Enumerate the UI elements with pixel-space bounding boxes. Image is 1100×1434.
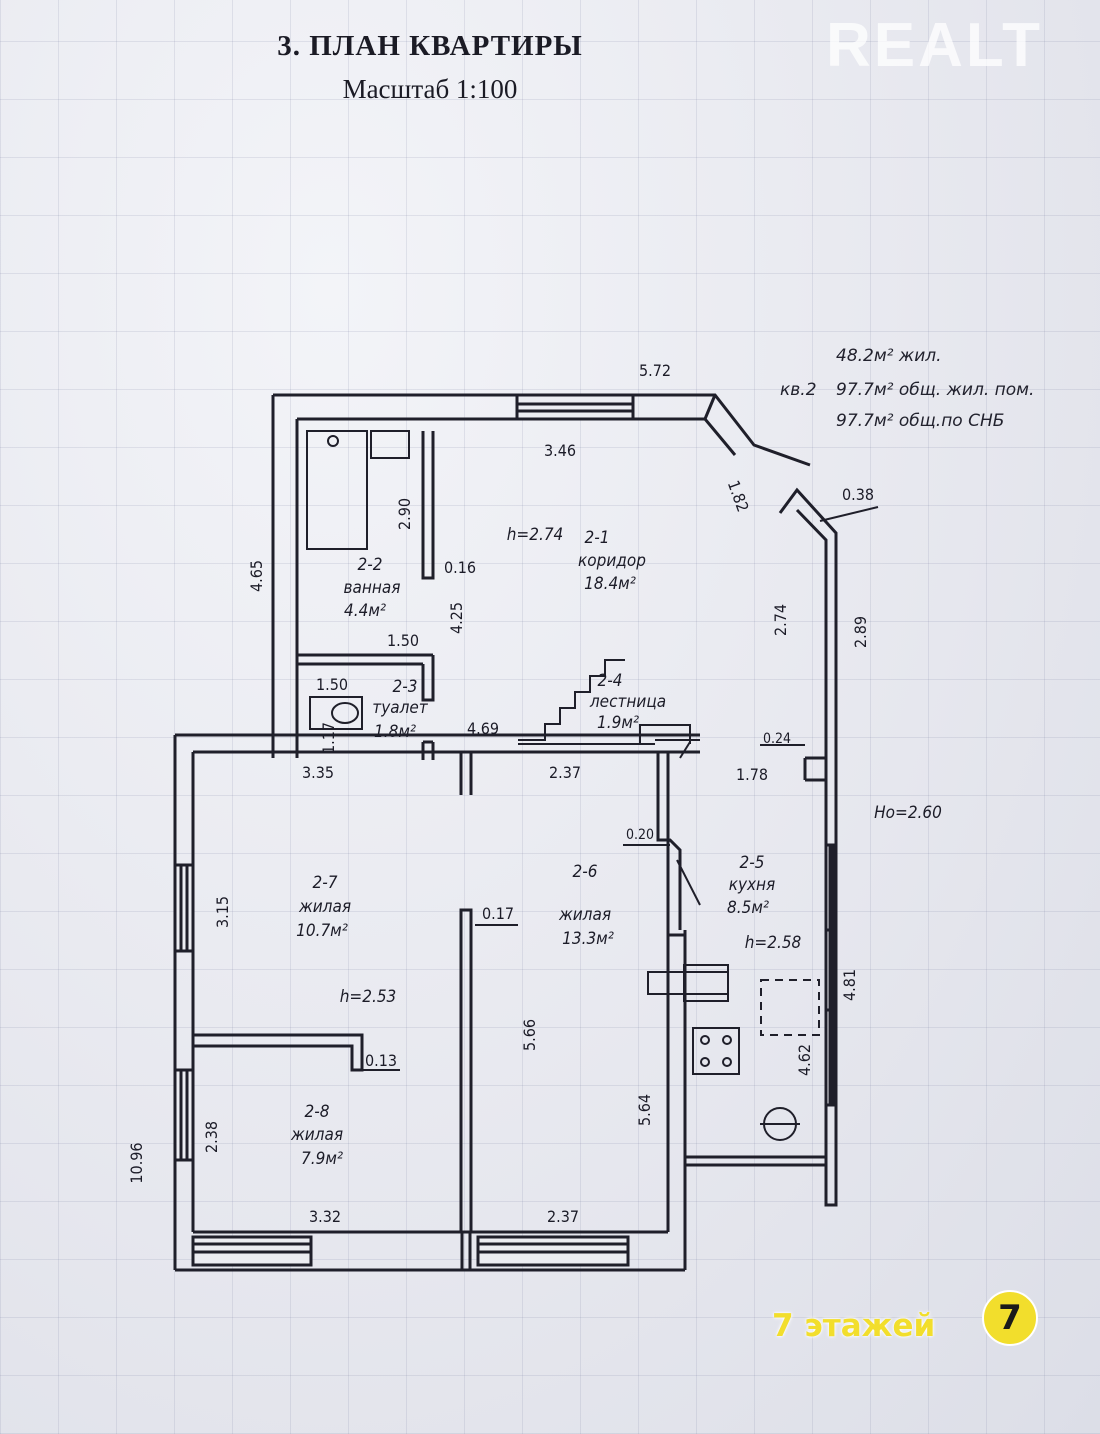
room-25-id: 2-5 [740,853,765,873]
dim-1-17: 1.17 [319,722,338,754]
fixtures [306,430,879,1141]
dim-3-15: 3.15 [213,896,232,928]
dim-0-24: 0.24 [763,731,791,747]
dim-1-50-b: 1.50 [316,675,348,694]
room-27-area: 10.7м² [296,921,348,941]
sink-icon [647,971,729,995]
dim-2-37-b: 2.37 [547,1207,579,1226]
room-25-name: кухня [729,875,776,895]
wall-partition-26-27 [459,908,473,1234]
room-27-height: h=2.53 [340,987,397,1007]
room-21-id: 2-1 [585,528,610,548]
dim-3-46: 3.46 [544,441,576,460]
fridge-icon [760,979,820,1036]
dim-1-78: 1.78 [736,765,768,784]
room-23-id: 2-3 [393,677,418,697]
wall-kitchen-left [658,750,670,1232]
dim-0-38: 0.38 [842,485,874,504]
washbasin-icon [370,430,410,459]
dim-5-66: 5.66 [520,1019,539,1051]
dim-4-62: 4.62 [795,1044,814,1076]
dim-0-16: 0.16 [444,558,476,577]
dim-3-32: 3.32 [309,1207,341,1226]
plan-title: 3. ПЛАН КВАРТИРЫ [277,30,583,62]
dim-2-37-a: 2.37 [549,763,581,782]
room-22-name: ванная [344,578,401,598]
room-24-area: 1.9м² [597,713,639,733]
window-left-lower [173,1068,195,1162]
summary-apartment-label: кв.2 [780,380,817,400]
room-21-name: коридор [578,551,646,571]
room-22-id: 2-2 [358,555,383,575]
dim-5-72: 5.72 [639,361,671,380]
dim-2-74: 2.74 [771,604,790,636]
room-26-area: 13.3м² [562,929,614,949]
room-21-height: h=2.74 [507,525,564,545]
floors-badge-text: 7 этажей [772,1308,936,1344]
plan-scale: Масштаб 1:100 [342,74,518,104]
bathtub-icon [306,430,368,550]
room-26-name: жилая [558,905,611,925]
room-24-name: лестница [589,692,666,712]
ceiling-height-other: Ho=2.60 [874,803,942,823]
realt-watermark-logo: REALT [826,11,1044,80]
staircase-icon [518,659,625,741]
wall-top-outer [273,393,811,467]
room-25-height: h=2.58 [745,933,802,953]
summary-living-area: 48.2м² жил. [836,346,942,366]
room-24-id: 2-4 [598,671,623,691]
dim-4-65: 4.65 [247,560,266,592]
wall-partition-27-28 [193,1033,364,1072]
room-27-id: 2-7 [313,873,338,893]
dimension-labels: 5.72 3.46 1.82 0.38 4.65 2.90 0.16 4.25 … [127,361,874,1226]
toilet-icon [309,696,363,730]
room-21-area: 18.4м² [584,574,636,594]
dim-5-64: 5.64 [635,1094,654,1126]
room-26-id: 2-6 [573,862,598,882]
dim-2-38: 2.38 [202,1121,221,1153]
dim-0-20: 0.20 [626,827,654,843]
dim-4-25: 4.25 [447,602,466,634]
dim-0-13: 0.13 [365,1051,397,1070]
room-27-name: жилая [298,897,351,917]
walls [173,393,838,1272]
dim-4-69: 4.69 [467,719,499,738]
dim-10-96: 10.96 [127,1142,146,1183]
wall-top-inner [297,417,737,456]
dim-0-17: 0.17 [482,904,514,923]
dim-2-89: 2.89 [851,616,870,648]
room-28-name: жилая [290,1125,343,1145]
dim-2-90: 2.90 [395,498,414,530]
window-top [515,393,635,421]
seven-logo-icon: 7 [982,1290,1038,1346]
stove-icon [692,1027,740,1075]
room-labels: 2-1 коридор 18.4м² h=2.74 2-2 ванная 4.4… [290,525,942,1169]
room-28-area: 7.9м² [301,1149,343,1169]
summary-total-living: 97.7м² общ. жил. пом. [836,380,1035,400]
dim-1-50-a: 1.50 [387,631,419,650]
wall-kitchen-bottom [685,1155,826,1167]
room-23-area: 1.8м² [374,722,416,742]
dim-3-35: 3.35 [302,763,334,782]
room-22-area: 4.4м² [344,601,386,621]
dim-4-81: 4.81 [840,969,859,1001]
summary-total-snb: 97.7м² общ.по СНБ [836,411,1005,431]
wall-bath-partition [421,431,435,580]
room-25-area: 8.5м² [727,898,769,918]
dim-1-82: 1.82 [724,478,753,515]
room-28-id: 2-8 [305,1102,330,1122]
window-left-upper [173,863,195,953]
room-23-name: туалет [372,698,429,718]
